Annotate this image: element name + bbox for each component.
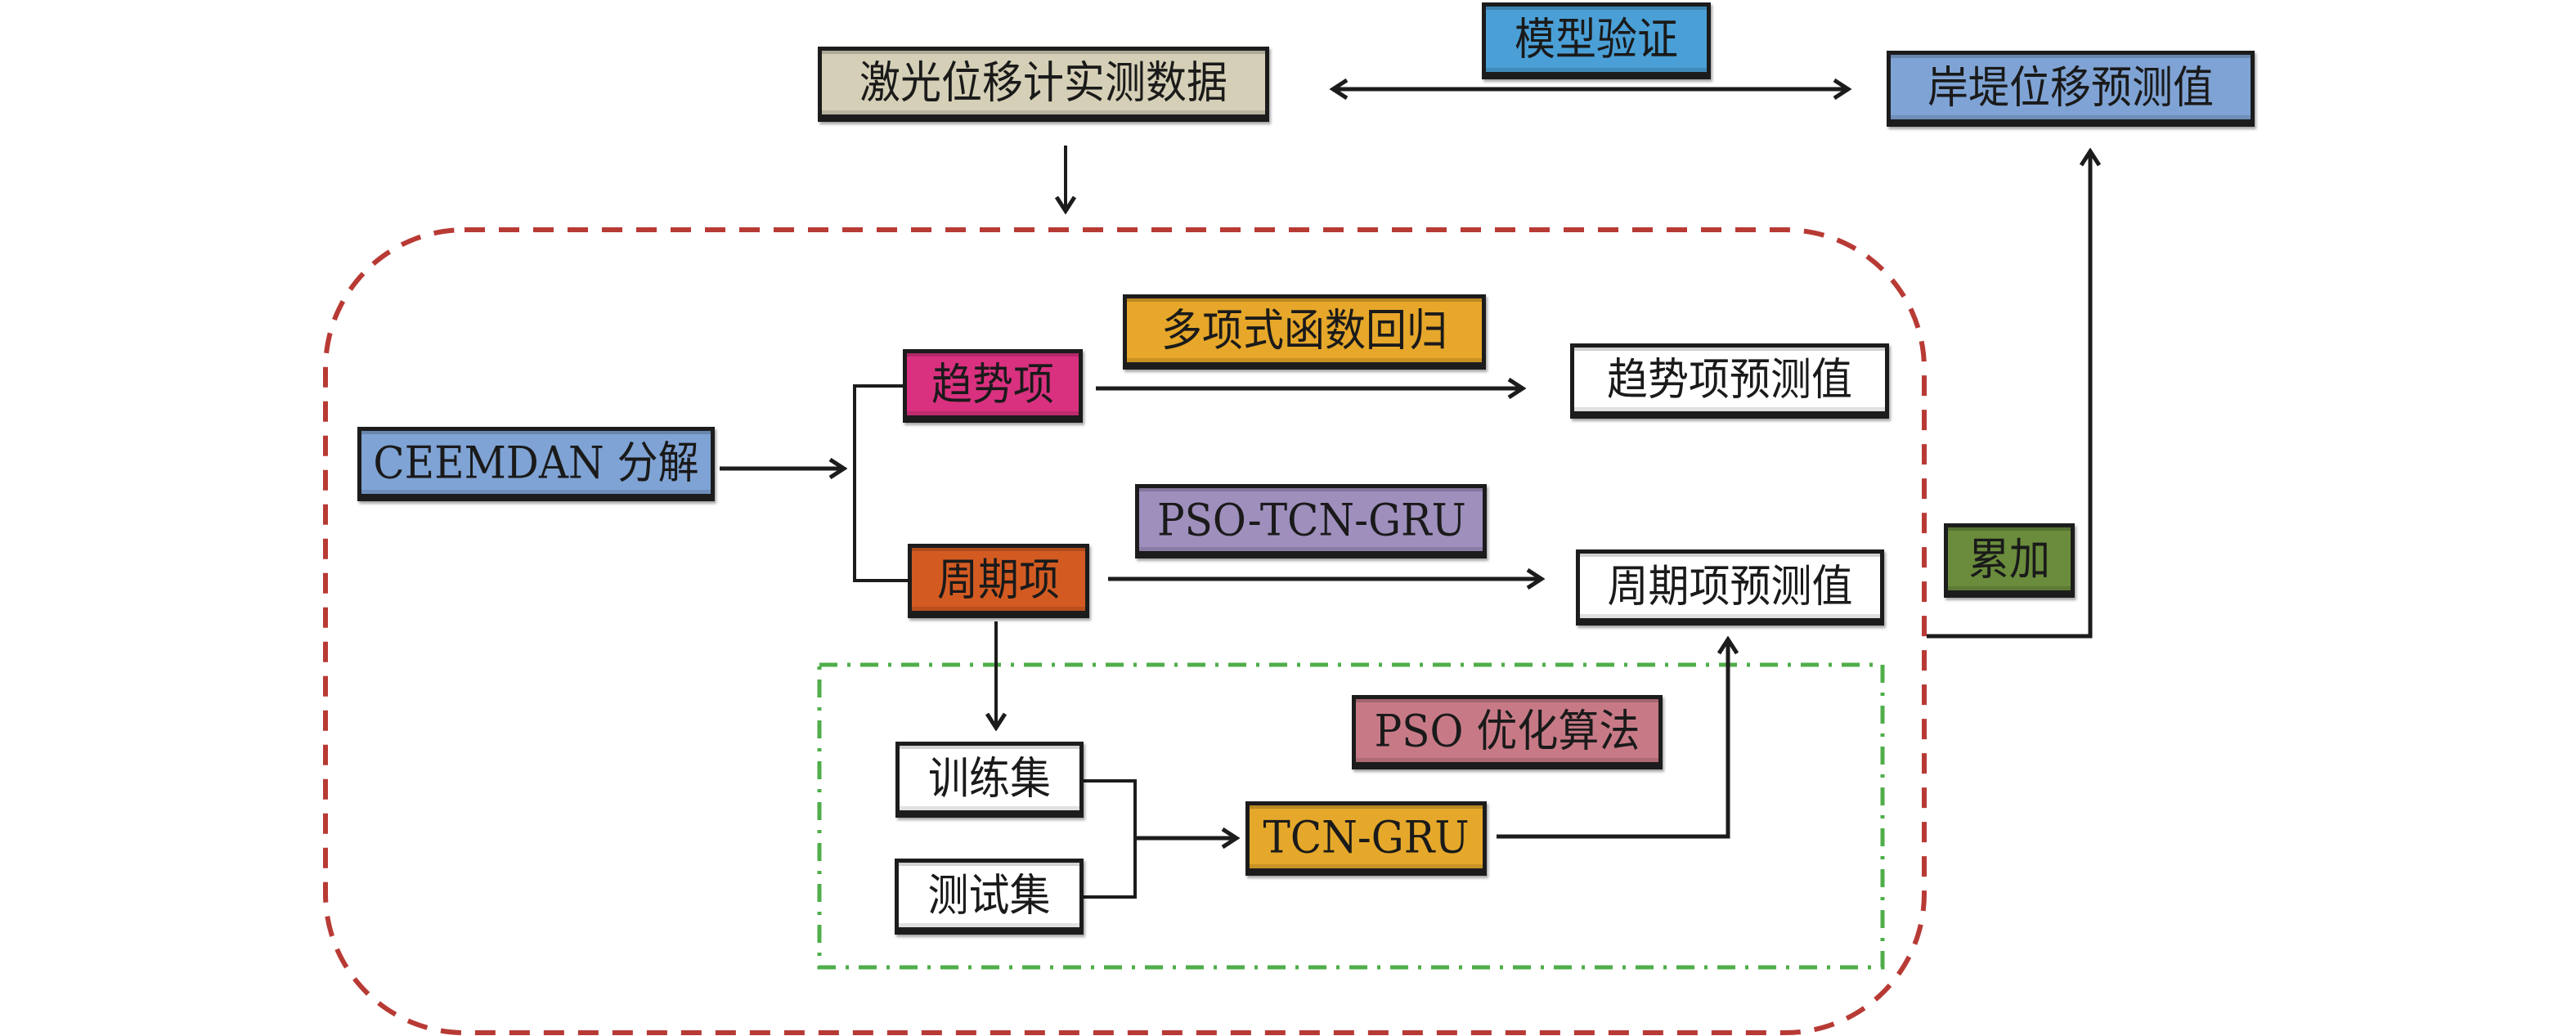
period-term-node: 周期项 xyxy=(908,544,1089,618)
trend-prediction-label: 趋势项预测值 xyxy=(1607,353,1852,406)
tcn-gru-label: TCN-GRU xyxy=(1263,811,1470,863)
trend-term-label: 趋势项 xyxy=(931,358,1054,410)
embankment-prediction-label: 岸堤位移预测值 xyxy=(1928,61,2214,113)
period-term-label: 周期项 xyxy=(937,554,1060,605)
pso-tcn-gru-label: PSO-TCN-GRU xyxy=(1157,494,1466,545)
accumulate-node: 累加 xyxy=(1944,523,2075,598)
laser-data-node: 激光位移计实测数据 xyxy=(818,47,1269,122)
decomposition-bracket xyxy=(853,384,908,582)
model-verification-node: 模型验证 xyxy=(1482,2,1711,79)
polynomial-regression-label: 多项式函数回归 xyxy=(1161,304,1447,357)
accumulate-label: 累加 xyxy=(1968,533,2050,585)
pso-tcn-gru-node: PSO-TCN-GRU xyxy=(1135,484,1487,558)
tcn-gru-node: TCN-GRU xyxy=(1245,801,1487,876)
training-set-label: 训练集 xyxy=(928,752,1051,804)
training-set-node: 训练集 xyxy=(895,742,1084,818)
period-prediction-node: 周期项预测值 xyxy=(1576,549,1884,626)
test-set-node: 测试集 xyxy=(895,859,1084,935)
pso-optimization-label: PSO 优化算法 xyxy=(1374,705,1640,756)
trend-term-node: 趋势项 xyxy=(903,349,1083,423)
ceemdan-label: CEEMDAN 分解 xyxy=(373,437,699,488)
dataset-bracket xyxy=(1084,779,1137,899)
model-verification-label: 模型验证 xyxy=(1515,13,1678,65)
polynomial-regression-node: 多项式函数回归 xyxy=(1123,294,1486,370)
trend-prediction-node: 趋势项预测值 xyxy=(1570,343,1889,419)
period-prediction-label: 周期项预测值 xyxy=(1607,560,1853,612)
embankment-prediction-node: 岸堤位移预测值 xyxy=(1887,51,2255,127)
test-set-label: 测试集 xyxy=(927,869,1051,921)
laser-data-label: 激光位移计实测数据 xyxy=(859,56,1227,109)
pso-optimization-node: PSO 优化算法 xyxy=(1352,695,1663,769)
ceemdan-node: CEEMDAN 分解 xyxy=(357,427,715,501)
